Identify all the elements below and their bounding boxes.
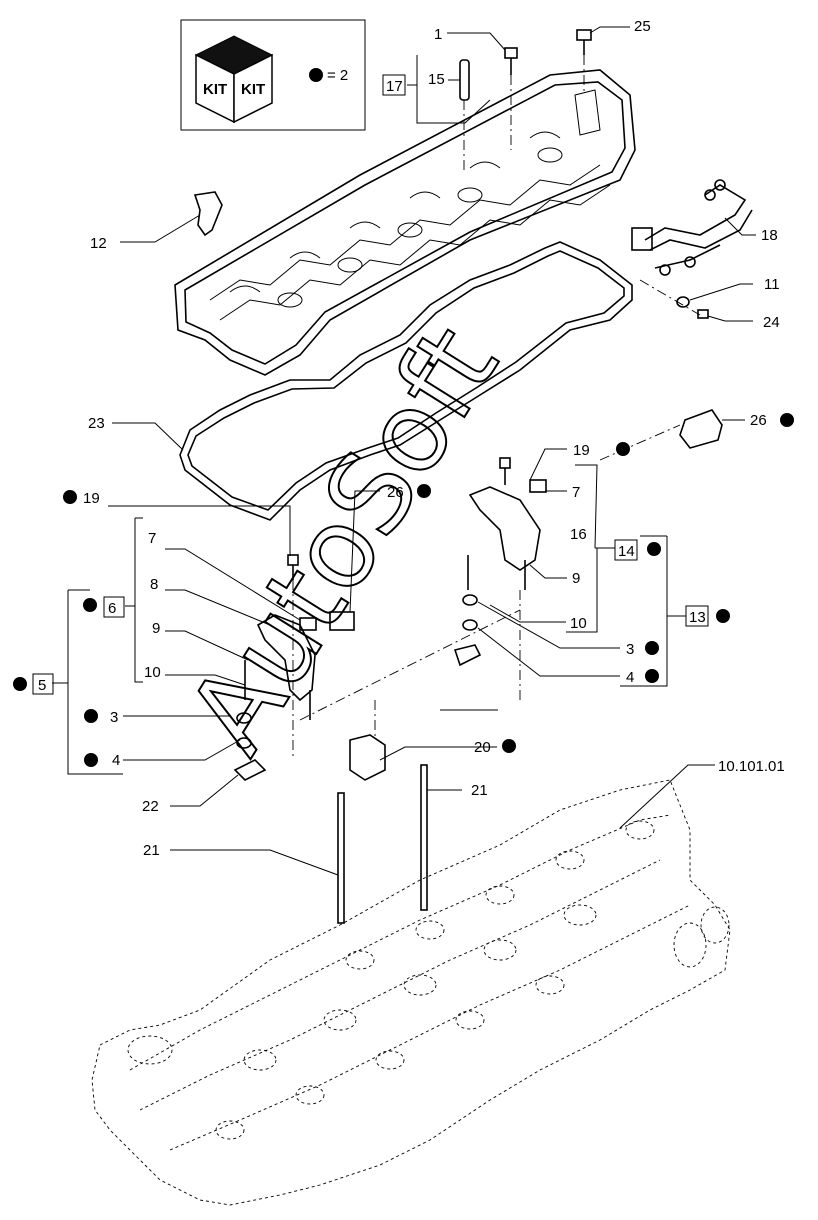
reference-label: 10.101.01 [718,758,785,775]
callout-26-top: 26 [750,412,767,429]
callout-7-left: 7 [148,530,156,547]
top-fasteners [459,29,592,170]
callout-3-left: 3 [110,709,118,726]
pushrods [292,409,723,924]
callout-5: 5 [38,677,46,694]
callout-boxes [32,74,709,695]
callout-6: 6 [108,600,116,617]
callout-22: 22 [142,798,159,815]
bullet-icon [502,739,516,753]
callout-15: 15 [428,71,445,88]
watermark-text: AutoSoft [163,305,522,773]
callout-9-right: 9 [572,570,580,587]
bullet-icon [63,490,77,504]
cylinder-head [91,779,731,1206]
callout-3-right: 3 [626,641,634,658]
kit-equals-text: = 2 [327,67,348,84]
callout-11: 11 [764,276,780,293]
bullet-icon [616,442,630,456]
callout-12: 12 [90,235,107,252]
callout-18: 18 [761,227,778,244]
bullet-icon [645,641,659,655]
callout-25: 25 [634,18,651,35]
callout-4-right: 4 [626,669,634,686]
bullet-icon [13,677,27,691]
leader-lines [52,26,756,876]
callout-14: 14 [618,543,635,560]
callout-13: 13 [689,609,706,626]
bullet-icon [647,542,661,556]
valve-cover [174,69,636,376]
callout-labels: 1 25 17 15 12 18 11 24 23 26 19 7 16 14 … [38,18,785,859]
clip-part [193,191,223,237]
callout-10-left: 10 [144,664,161,681]
harness-assembly [631,179,753,319]
rocker-left [233,554,355,781]
bullet-icon [84,753,98,767]
bullet-icon [417,484,431,498]
kit-bullets [13,413,794,767]
bullet-icon [645,669,659,683]
callout-10-right: 10 [570,615,587,632]
bullet-icon [780,413,794,427]
callout-20: 20 [474,739,491,756]
bullet-icon [83,598,97,612]
kit-bullet-icon [309,68,323,82]
callout-16: 16 [570,526,587,543]
callout-21-right: 21 [471,782,488,799]
callout-21-left: 21 [143,842,160,859]
callout-23: 23 [88,415,105,432]
callout-17: 17 [386,78,403,95]
callout-19-left: 19 [83,490,100,507]
callout-1: 1 [434,26,442,43]
bullet-icon [716,609,730,623]
callout-24: 24 [763,314,780,331]
kit-label-right: KIT [241,81,265,98]
bullet-icon [84,709,98,723]
kit-label-left: KIT [203,81,227,98]
rocker-right [440,457,547,711]
callout-9-left: 9 [152,620,160,637]
gasket [179,241,633,521]
callout-4-left: 4 [112,752,120,769]
callout-8: 8 [150,576,158,593]
callout-7-right: 7 [572,484,580,501]
callout-26-mid: 26 [387,484,404,501]
callout-19-right: 19 [573,442,590,459]
kit-legend: KIT KIT = 2 [180,19,366,131]
